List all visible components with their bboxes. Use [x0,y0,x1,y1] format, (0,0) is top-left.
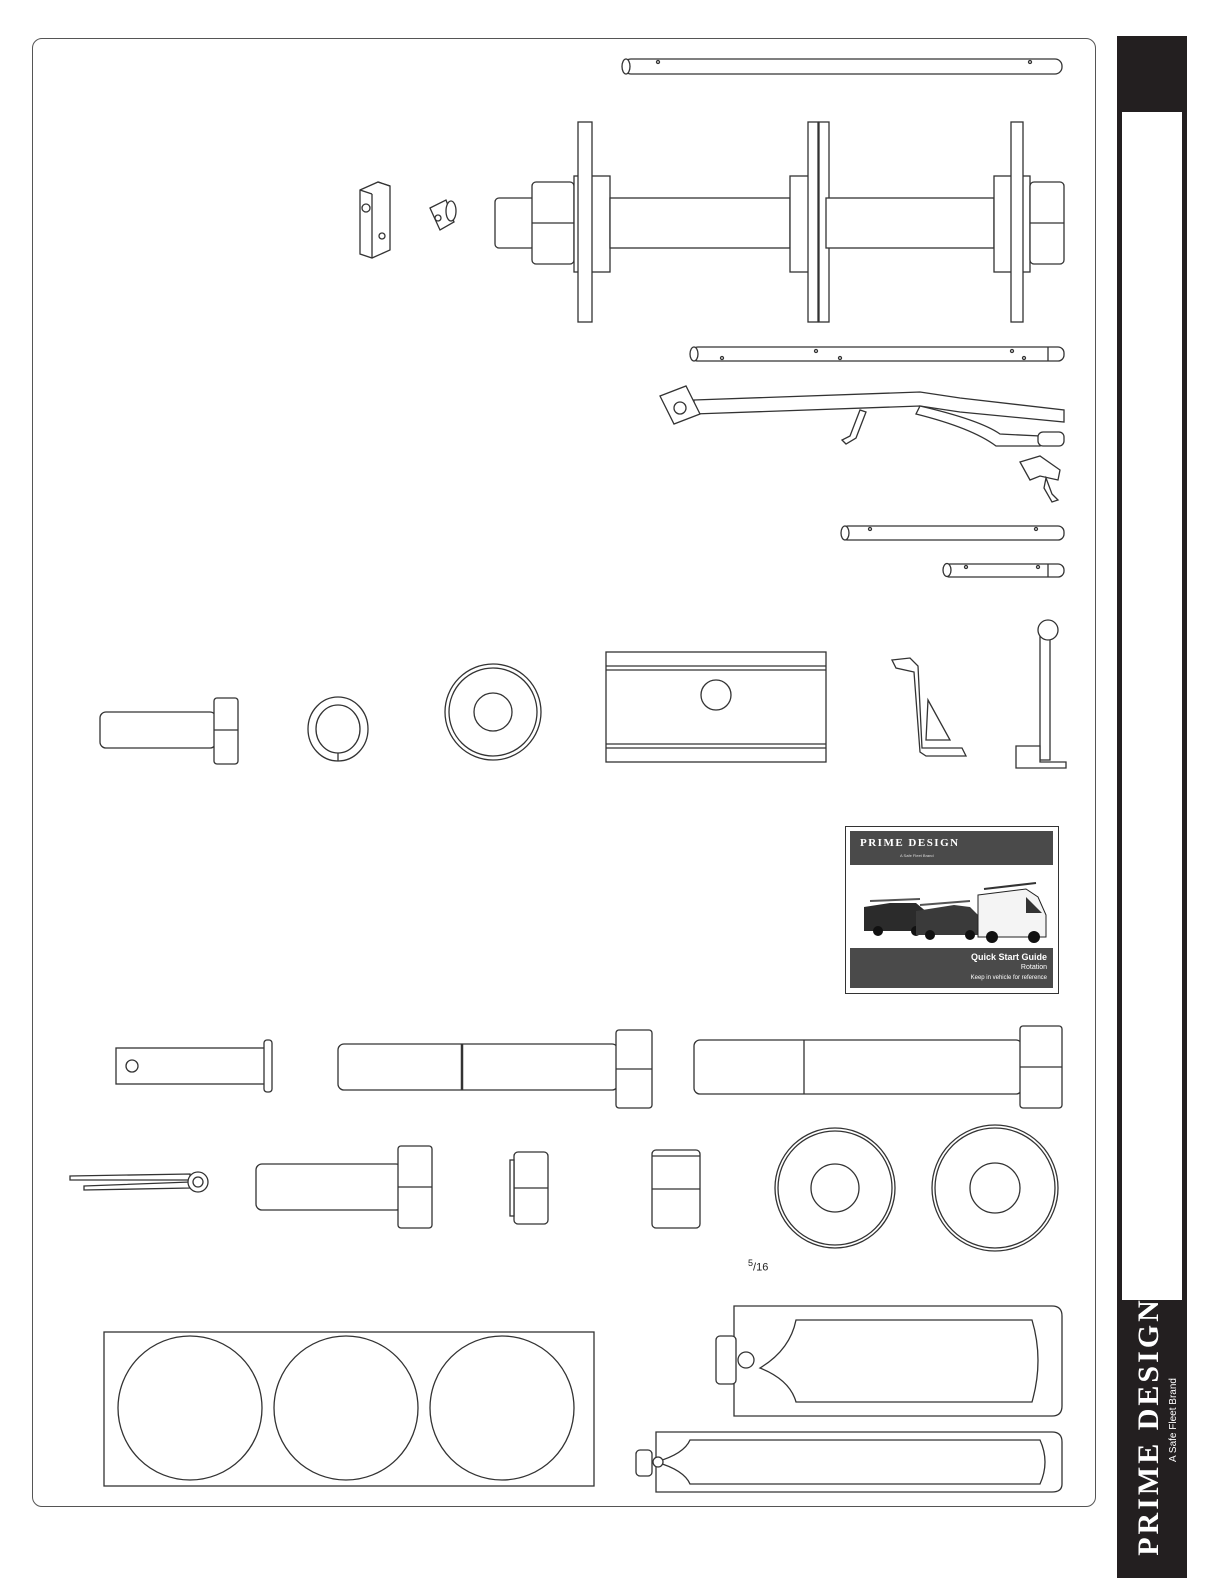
short-rod-2 [943,564,1064,578]
brand-name-text: PRIME DESIGN [1132,1297,1165,1556]
guide-brand-tagline: A Safe Fleet Brand [900,853,934,858]
hex-nut-1 [510,1152,548,1224]
side-tab-window [1122,112,1182,1300]
guide-footer: Quick Start Guide Rotation Keep in vehic… [850,948,1053,988]
small-sleeve [430,200,456,230]
flat-washer-2 [775,1128,895,1248]
bracket-2 [1016,620,1066,768]
guide-subtitle: Rotation [1021,964,1047,971]
trademark-mark: ™ [1139,1284,1150,1297]
axle-assembly [495,122,1064,322]
bracket-1 [892,658,966,756]
guide-title: Quick Start Guide [971,952,1047,962]
van-illustration [850,867,1053,947]
lock-washer [308,697,368,761]
slotted-strap-1 [716,1306,1062,1416]
side-brand-name: PRIME DESIGN™ [1132,1260,1166,1580]
channel-plate [606,652,826,762]
square-block [360,182,390,258]
flat-washer-1 [445,664,541,760]
side-brand-tagline: A Safe Fleet Brand [1168,1260,1179,1580]
hex-nut-2 [652,1150,700,1228]
guide-header: PRIME DESIGN A Safe Fleet Brand [850,831,1053,865]
mid-rod [690,347,1064,361]
bent-arm [660,386,1064,446]
long-bolt-2 [694,1026,1062,1108]
guide-brand: PRIME DESIGN [860,837,960,849]
hex-bolt-small [100,698,238,764]
cotter-pin [70,1172,208,1192]
long-rod-top [622,59,1062,74]
quick-start-guide: PRIME DESIGN A Safe Fleet Brand Quick St… [845,826,1059,994]
guide-note: Keep in vehicle for reference [971,975,1047,981]
fraction-numerator: 5 [748,1258,753,1268]
sticker-sheet [104,1332,594,1486]
slotted-strap-2 [636,1432,1062,1492]
short-rod-1 [841,526,1064,540]
clevis-pin [116,1040,272,1092]
fraction-denominator: 16 [756,1262,768,1274]
hex-bolt-medium [256,1146,432,1228]
flat-washer-3 [932,1125,1058,1251]
fraction-label: 5/16 [748,1258,768,1274]
clip [1020,456,1060,502]
long-bolt-1 [338,1030,652,1108]
